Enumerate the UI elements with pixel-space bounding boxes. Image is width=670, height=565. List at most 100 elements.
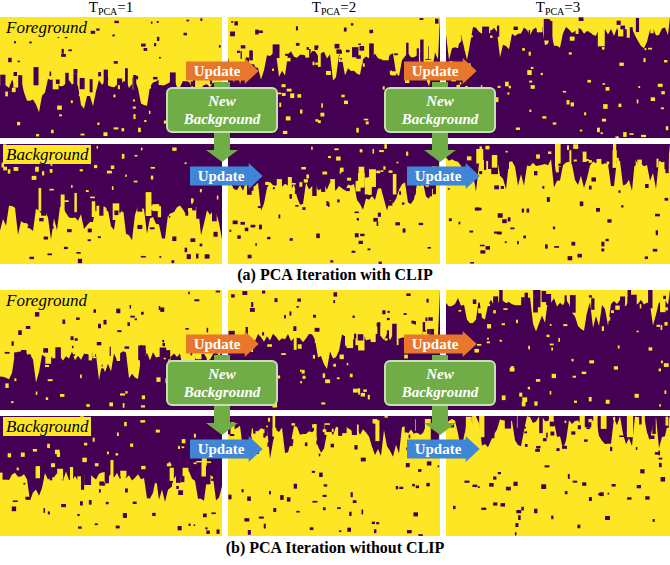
mask-speckle	[601, 248, 604, 251]
mask-speckle	[111, 166, 114, 170]
mask-speckle	[127, 322, 129, 326]
node-text: Update	[415, 167, 462, 185]
mask-speckle	[114, 21, 118, 23]
mask-figure	[120, 471, 126, 477]
mask-figure	[466, 417, 472, 429]
mask-speckle	[18, 330, 22, 335]
mask-speckle	[71, 100, 73, 103]
mask-speckle	[428, 317, 433, 321]
mask-speckle	[169, 462, 171, 465]
mask-speckle	[157, 37, 159, 41]
mask-speckle	[659, 463, 662, 467]
mask-speckle	[313, 62, 315, 66]
mask-speckle	[664, 390, 666, 394]
mask-speckle	[402, 203, 405, 205]
mask-speckle	[546, 335, 549, 337]
node-text: Update	[194, 335, 241, 353]
mask-figure	[107, 192, 112, 211]
mask-speckle	[297, 306, 299, 308]
mask-figure	[405, 421, 409, 433]
mask-speckle	[84, 443, 87, 446]
mask-speckle	[141, 466, 145, 469]
mask-figure	[105, 465, 109, 483]
mask-speckle	[661, 361, 663, 364]
mask-figure	[623, 149, 628, 169]
mask-speckle	[76, 317, 80, 319]
mask-speckle	[272, 69, 274, 71]
mask-speckle	[579, 17, 584, 21]
mask-figure	[249, 50, 253, 60]
header-symbol: T	[89, 0, 98, 15]
mask-speckle	[603, 104, 607, 109]
mask-speckle	[61, 504, 66, 507]
mask-speckle	[255, 243, 257, 246]
mask-speckle	[336, 157, 341, 161]
mask-speckle	[62, 320, 65, 324]
mask-speckle	[194, 462, 197, 464]
mask-figure	[642, 416, 645, 439]
mask-speckle	[106, 502, 109, 504]
mask-speckle	[369, 30, 373, 33]
mask-figure	[104, 70, 108, 88]
mask-figure	[593, 416, 597, 440]
mask-speckle	[379, 262, 382, 264]
mask-speckle	[524, 431, 527, 433]
mask-speckle	[531, 67, 534, 69]
mask-figure	[3, 472, 9, 480]
mask-speckle	[51, 130, 54, 134]
mask-figure	[377, 322, 380, 342]
mask-speckle	[337, 377, 340, 379]
mask-speckle	[591, 177, 596, 181]
mask-speckle	[459, 222, 461, 225]
mask-speckle	[315, 63, 318, 65]
mask-speckle	[103, 320, 106, 325]
mask-speckle	[601, 242, 604, 247]
mask-speckle	[93, 438, 95, 442]
mask-speckle	[663, 296, 666, 299]
mask-speckle	[536, 446, 540, 448]
mask-speckle	[475, 207, 479, 210]
mask-speckle	[558, 164, 563, 167]
mask-figure	[158, 206, 161, 217]
mask-speckle	[403, 228, 406, 232]
mask-figure	[234, 42, 241, 62]
mask-figure	[598, 25, 605, 47]
mask-figure	[482, 27, 489, 35]
mask-speckle	[101, 366, 106, 368]
mask-speckle	[537, 163, 539, 165]
mask-figure	[504, 17, 507, 41]
mask-speckle	[33, 449, 37, 452]
mask-figure	[273, 428, 277, 436]
mask-speckle	[352, 251, 356, 253]
mask-speckle	[340, 51, 342, 54]
panel-caption: (a) PCA Iteration with CLIP	[0, 266, 670, 284]
mask-speckle	[580, 201, 584, 206]
mask-speckle	[664, 322, 667, 326]
mask-figure	[61, 194, 65, 212]
mask-speckle	[321, 103, 323, 107]
mask-speckle	[289, 194, 291, 199]
mask-speckle	[659, 404, 661, 407]
mask-speckle	[399, 191, 401, 194]
mask-speckle	[623, 132, 626, 137]
mask-speckle	[121, 128, 124, 131]
mask-speckle	[17, 122, 20, 125]
mask-speckle	[150, 206, 155, 210]
mask-speckle	[98, 72, 101, 76]
mask-speckle	[286, 116, 291, 120]
orange-update-arrow: Update	[404, 58, 477, 84]
row-label: Background	[3, 417, 91, 436]
mask-speckle	[340, 170, 342, 174]
mask-speckle	[522, 397, 527, 402]
mask-speckle	[416, 485, 419, 488]
mask-region	[228, 290, 440, 369]
mask-speckle	[585, 159, 589, 161]
mask-speckle	[51, 226, 53, 229]
mask-speckle	[151, 167, 155, 169]
mask-speckle	[60, 394, 64, 397]
mask-speckle	[287, 89, 292, 92]
mask-speckle	[353, 500, 357, 503]
mask-speckle	[78, 526, 82, 528]
mask-figure	[576, 18, 579, 34]
mask-figure	[518, 416, 523, 434]
